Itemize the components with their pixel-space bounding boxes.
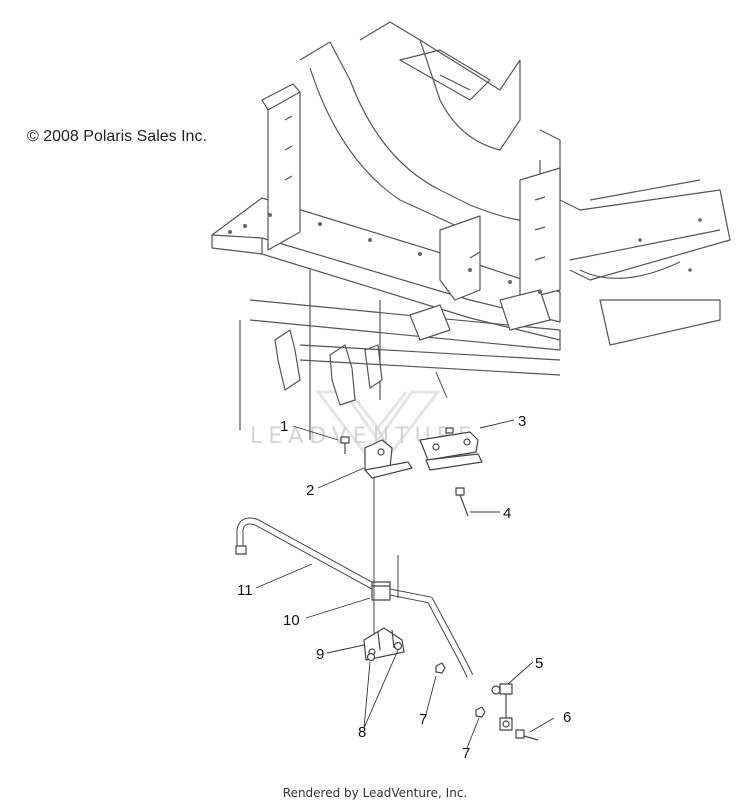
part-8-nut (393, 641, 403, 651)
stabilizer-parts (235, 419, 555, 749)
callout-4: 4 (503, 505, 511, 522)
part-1-screw (340, 436, 350, 454)
part-4-bolt (455, 487, 469, 517)
frame-assembly (211, 21, 731, 440)
part-7-nut (475, 706, 486, 718)
part-10-bushing (371, 581, 391, 601)
callout-8: 8 (358, 724, 366, 741)
callout-2: 2 (306, 482, 314, 499)
footer-text: Rendered by LeadVenture, Inc. (282, 786, 468, 800)
callout-5: 5 (535, 655, 543, 672)
callout-10: 10 (283, 612, 300, 629)
copyright-text: © 2008 Polaris Sales Inc. (27, 128, 207, 145)
part-5-end-link (491, 683, 513, 731)
callout-6: 6 (563, 709, 571, 726)
part-9-clamp (363, 627, 405, 661)
part-6-bolt (515, 729, 539, 741)
part-8-nut (366, 652, 376, 662)
callout-3: 3 (518, 413, 526, 430)
callout-11: 11 (237, 582, 253, 599)
part-3-bracket (419, 427, 483, 471)
callout-9: 9 (316, 646, 324, 663)
callout-1: 1 (280, 418, 288, 435)
callout-labels: 1 2 3 4 5 6 7 7 8 9 10 11 (237, 413, 571, 762)
part-2-bracket (364, 439, 413, 479)
callout-7: 7 (419, 711, 427, 728)
callout-7b: 7 (462, 745, 470, 762)
part-7-nut (435, 662, 446, 674)
part-11-stabilizer-bar (235, 517, 474, 678)
